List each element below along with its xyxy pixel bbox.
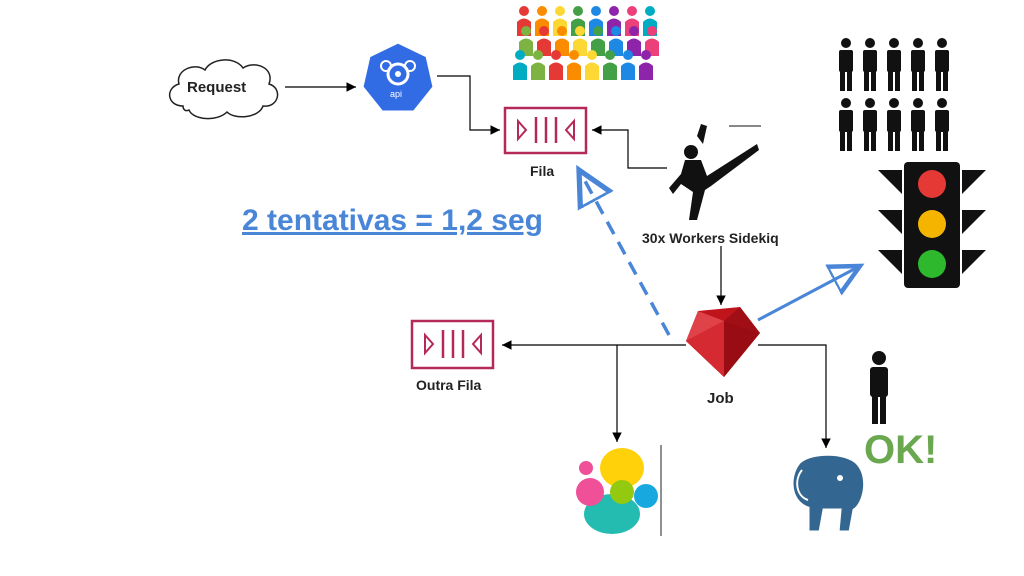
postgres-icon [790,452,867,534]
request-label: Request [187,79,247,96]
api-label: api [390,89,403,99]
ruby-icon [686,307,760,377]
retry-arrow [579,170,671,336]
workers-icon [667,124,763,220]
person-icon [870,351,888,424]
people-group-icon [839,38,949,151]
crowd-icon [513,6,659,80]
arrow-job-to-postgres [758,344,831,448]
api-icon [360,40,436,114]
arrow-workers-to-queue [592,125,670,169]
traffic-green-light [918,250,946,278]
traffic-red-light [918,170,946,198]
queue-label: Fila [530,163,555,179]
retry-annotation: 2 tentativas = 1,2 seg [242,204,543,237]
other-queue-icon [410,319,495,370]
arrow-job-to-traffic-light [757,266,860,322]
workers-label: 30x Workers Sidekiq [642,230,779,246]
job-label: Job [707,390,734,407]
ok-text: OK! [864,428,938,472]
arrow-api-to-queue [437,75,500,135]
traffic-yellow-light [918,210,946,238]
other-queue-label: Outra Fila [416,377,482,393]
traffic-light-icon [878,162,986,288]
request-cloud [169,59,279,120]
queue-icon [503,106,588,155]
elasticsearch-icon [576,448,658,534]
